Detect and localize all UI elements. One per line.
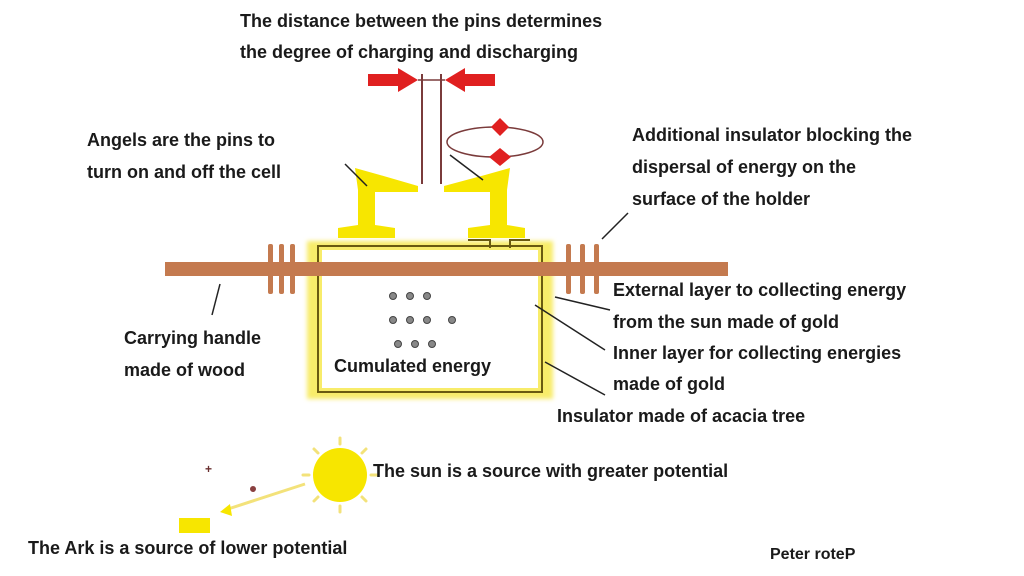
angels-label-2: turn on and off the cell [87,162,281,182]
right-pointing-arrow-icon [368,68,418,92]
insulator-top-label-2: dispersal of energy on the [632,157,856,177]
ark-label: The Ark is a source of lower potential [28,538,347,558]
external-layer-label-1: External layer to collecting energy [613,280,906,300]
handle-label-2: made of wood [124,360,245,380]
right-angel [444,168,525,238]
red-diamond-icon [489,148,511,166]
distance-arrows [368,68,495,92]
inner-layer-label-1: Inner layer for collecting energies [613,343,901,363]
carrying-handle [165,244,728,294]
sun-label: The sun is a source with greater potenti… [373,461,728,481]
inner-layer-label-2: made of gold [613,374,725,394]
energy-ray [224,482,306,512]
angels [338,168,525,238]
left-pointing-arrow-icon [445,68,495,92]
acacia-label: Insulator made of acacia tree [557,406,805,426]
left-angel [338,168,418,238]
angels-label-1: Angels are the pins to [87,130,275,150]
plus-charge-icon: + [205,462,212,476]
cumulated-energy-label: Cumulated energy [334,356,491,376]
handle-label-1: Carrying handle [124,328,261,348]
author-label: Peter roteP [770,546,856,563]
charge-particle [250,486,256,492]
insulator-top-label-1: Additional insulator blocking the [632,125,912,145]
title-line-2: the degree of charging and discharging [240,42,578,62]
ray-arrowhead-icon [220,504,232,516]
red-diamond-icon [491,118,509,136]
energy-particles [389,292,456,348]
external-layer-label-2: from the sun made of gold [613,312,839,332]
ark-icon [179,518,210,533]
sun-icon [301,436,379,514]
title-line-1: The distance between the pins determines [240,11,602,31]
external-gold-layer [317,245,543,393]
rotation-indicator [446,118,544,166]
insulator-top-label-3: surface of the holder [632,189,810,209]
